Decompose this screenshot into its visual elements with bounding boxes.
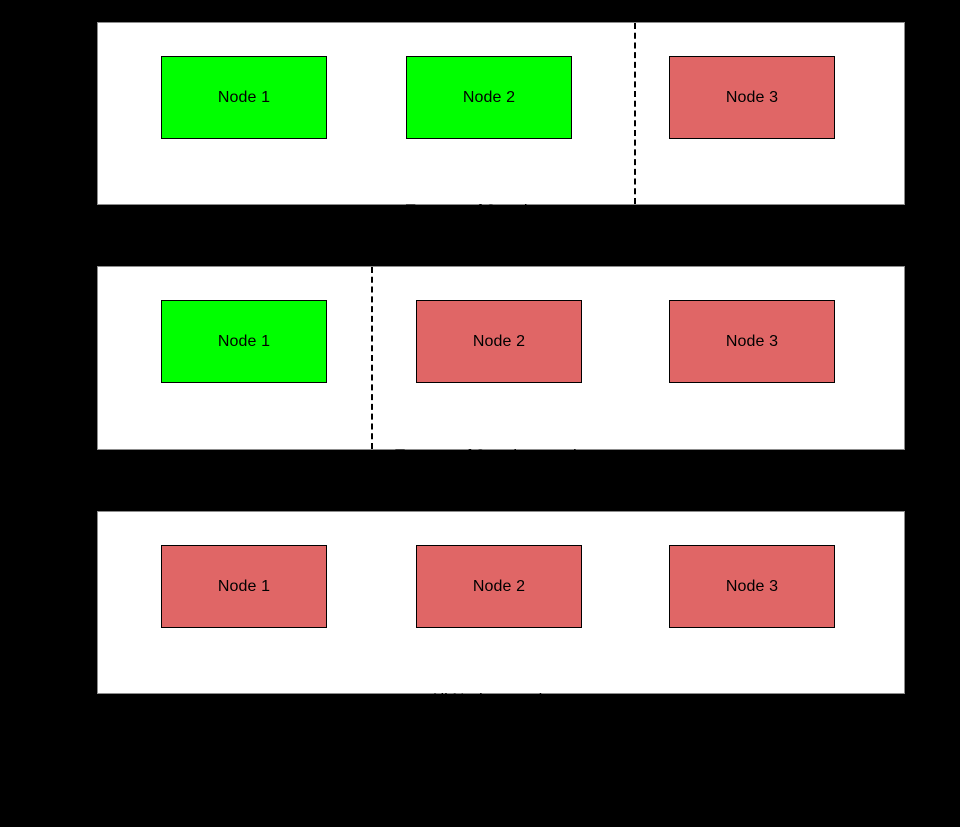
node-label: Node 3 <box>725 577 779 595</box>
node-box-1-1: Node 1 <box>161 56 327 139</box>
scenario-panel-1: Node 1 Node 2 Node 3 Two out of 3 nodes … <box>97 22 905 289</box>
node-label: Node 2 <box>472 577 526 595</box>
node-box-2-1: Node 1 <box>161 300 327 383</box>
caption-line-1: Two out of 3 nodes are up <box>405 202 597 220</box>
caption-line-2: Majority Fails & Cluster Stops <box>392 760 610 778</box>
scenario-caption-3: All Nodes are down Majority Fails & Clus… <box>98 643 904 827</box>
node-box-1-3: Node 3 <box>669 56 835 139</box>
node-box-3-1: Node 1 <box>161 545 327 628</box>
node-box-3-3: Node 3 <box>669 545 835 628</box>
node-box-1-2: Node 2 <box>406 56 572 139</box>
node-box-2-2: Node 2 <box>416 300 582 383</box>
node-label: Node 1 <box>217 332 271 350</box>
node-box-2-3: Node 3 <box>669 300 835 383</box>
quorum-divider-line-1 <box>634 23 636 204</box>
node-box-3-2: Node 2 <box>416 545 582 628</box>
cluster-quorum-diagram: Node 1 Node 2 Node 3 Two out of 3 nodes … <box>97 22 905 778</box>
node-label: Node 2 <box>462 88 516 106</box>
quorum-divider-line-2 <box>371 267 373 449</box>
scenario-panel-3: Node 1 Node 2 Node 3 All Nodes are down … <box>97 511 905 778</box>
node-label: Node 2 <box>472 332 526 350</box>
caption-line-1: All Nodes are down <box>429 691 573 709</box>
scenario-panel-2: Node 1 Node 2 Node 3 Two out of 3 nodes … <box>97 266 905 534</box>
node-label: Node 3 <box>725 332 779 350</box>
node-label: Node 1 <box>217 88 271 106</box>
caption-line-1: Two out of 3 nodes are down <box>395 447 607 465</box>
node-label: Node 3 <box>725 88 779 106</box>
node-label: Node 1 <box>217 577 271 595</box>
